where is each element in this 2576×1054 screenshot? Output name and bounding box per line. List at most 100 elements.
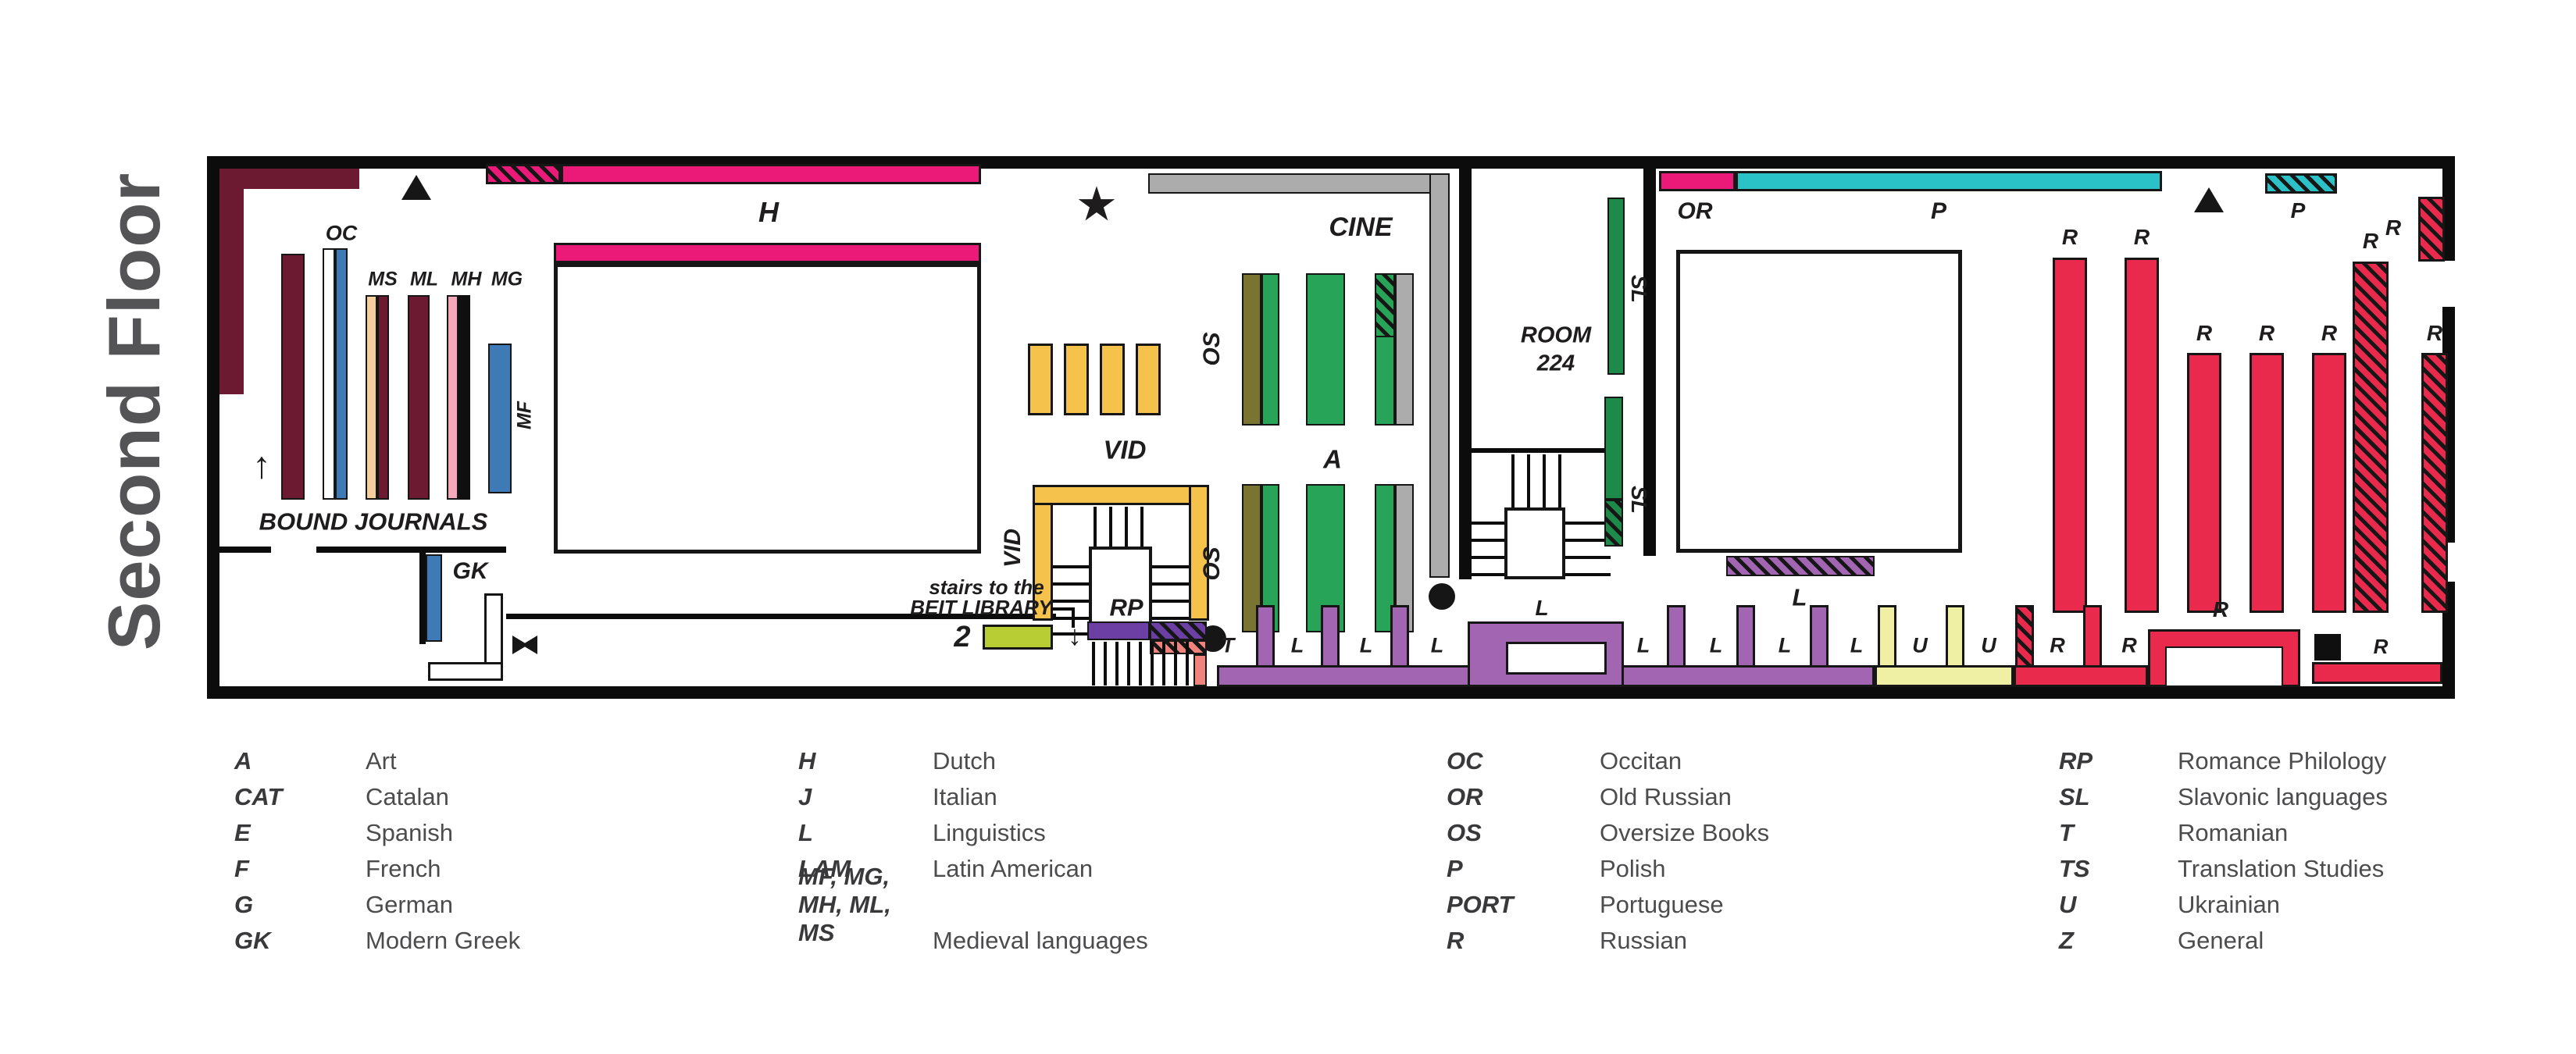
legend-term: GK (234, 927, 271, 954)
legend-term: U (2059, 891, 2077, 918)
legend-term: L (798, 819, 813, 846)
star-icon: ★ (1077, 181, 1116, 228)
legend-definition: Italian (933, 783, 997, 810)
room-dutch (554, 263, 981, 554)
shelf-chartreuse (983, 625, 1053, 650)
comb-red-tooth-hatched (2015, 605, 2034, 668)
legend-definition: Modern Greek (366, 927, 521, 954)
vid-enclosure-top (1033, 485, 1209, 505)
shelf-bj-mh-black (458, 295, 470, 500)
legend-term: F (234, 855, 249, 882)
shelf-os1-olive (1242, 273, 1261, 426)
label-l-6: L (1778, 633, 1792, 657)
vid-enclosure-left (1033, 485, 1053, 621)
shelf-bj-mh-pink (447, 295, 458, 500)
beit-stair-line-6 (1151, 642, 1154, 685)
vid-stair-line-4 (1140, 507, 1144, 549)
shelf-vid-2 (1064, 344, 1089, 415)
shelf-gk (426, 554, 442, 642)
column-dot-2 (1429, 583, 1455, 610)
shelf-rp-hatched (1150, 621, 1207, 640)
label-vid: VID (1103, 435, 1147, 465)
legend-definition: French (366, 855, 441, 882)
wall-right-upper (2442, 156, 2455, 261)
legend-definition: Catalan (366, 783, 449, 810)
beit-elbow-v (1072, 607, 1075, 628)
mid-step-r4 (1565, 573, 1611, 576)
legend-definition: Old Russian (1600, 783, 1732, 810)
shelf-bj-oc-blue (335, 248, 348, 500)
shelf-r-2 (2125, 258, 2159, 613)
mid-stair-line-1 (1511, 454, 1515, 509)
legend-definition: Linguistics (933, 819, 1046, 846)
legend-term: TS (2059, 855, 2090, 882)
shelf-r-hatched-right (2421, 353, 2448, 613)
legend-definition: General (2178, 927, 2264, 954)
label-stairs-beit-1: stairs to the (929, 575, 1044, 599)
vid-enclosure-right (1189, 485, 1209, 621)
label-cine: CINE (1329, 212, 1393, 242)
shelf-rp (1087, 621, 1150, 640)
legend-term: A (234, 747, 252, 774)
vid-step-r3 (1152, 600, 1189, 603)
shelf-bj-mf (488, 344, 512, 493)
label-room224-2: 224 (1536, 351, 1575, 376)
shelf-sl-2-hatch (1604, 500, 1623, 547)
legend-definition: Russian (1600, 927, 1687, 954)
label-l-3: L (1430, 633, 1444, 657)
legend-term: OR (1447, 783, 1483, 810)
label-r-bottom: R (2373, 635, 2389, 658)
comb-purple-tooth-3 (1390, 605, 1409, 668)
shelf-p-hatched (2265, 173, 2337, 194)
beit-elbow-h (1051, 607, 1075, 611)
shelf-r-corner-hatched (2418, 197, 2445, 262)
label-gk: GK (452, 558, 488, 584)
shelf-r-3 (2187, 353, 2221, 613)
label-r-2: R (2133, 225, 2150, 249)
label-l-7: L (1850, 633, 1864, 657)
gk-partition-h (428, 662, 503, 681)
mid-step-l3 (1472, 556, 1504, 559)
label-r-6: R (2362, 229, 2379, 253)
wall-room224-left (1459, 169, 1472, 579)
label-r-5: R (2321, 321, 2338, 345)
label-mh: MH (451, 268, 482, 290)
shelf-h-top (561, 164, 981, 184)
beit-stair-line-9 (1186, 642, 1189, 685)
label-r-comb-2: R (2121, 633, 2137, 657)
shelf-bj-ms-maroon (377, 295, 389, 500)
label-stairs-beit-2: BEIT LIBRARY (910, 596, 1052, 619)
comb-yellow-base (1875, 665, 2014, 687)
l-block-hole (1506, 642, 1607, 675)
label-l-2: L (1359, 633, 1373, 657)
vid-stairs-landing (1089, 547, 1152, 634)
label-ms: MS (368, 268, 398, 290)
room-right (1676, 250, 1962, 553)
shelf-l-hatched (1726, 556, 1875, 576)
label-rp: RP (1109, 593, 1144, 621)
label-u-2: U (1981, 633, 1996, 657)
legend-definition: Polish (1600, 855, 1666, 882)
beit-stair-line-8 (1174, 642, 1177, 685)
comb-purple-tooth-6 (1810, 605, 1829, 668)
shelf-sl-1 (1607, 198, 1625, 375)
legend-term: RP (2059, 747, 2093, 774)
triangle-icon (401, 175, 431, 200)
page-title: Second Floor (93, 172, 175, 651)
comb-purple-tooth-2 (1321, 605, 1340, 668)
legend-definition: Portuguese (1600, 891, 1724, 918)
label-r-corner: R (2385, 215, 2402, 240)
mid-step-l4 (1472, 573, 1504, 576)
label-l-hatched: L (1792, 583, 1807, 611)
arrow-up-icon: ↑ (252, 445, 271, 486)
label-vid-rotated: VID (1000, 528, 1026, 568)
legend-definition: German (366, 891, 453, 918)
